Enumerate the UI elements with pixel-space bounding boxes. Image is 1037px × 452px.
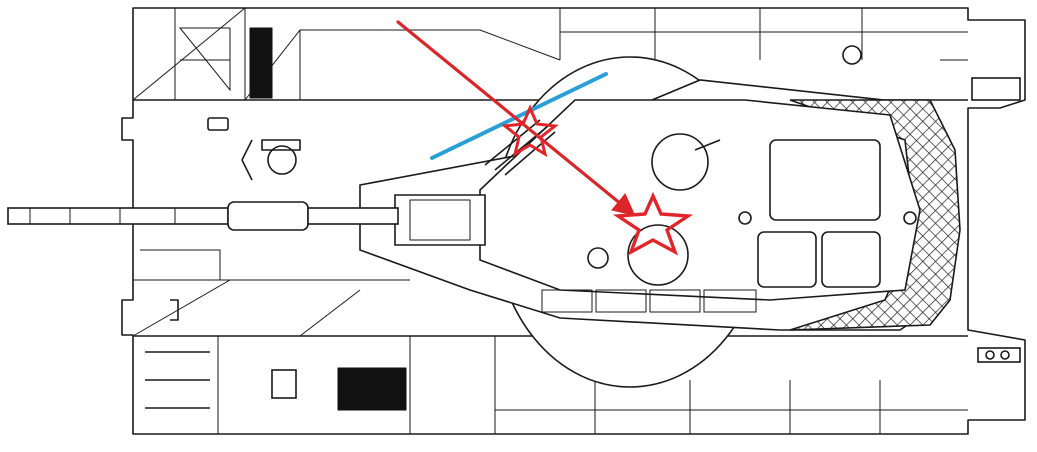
lower-panel-lines — [217, 336, 968, 434]
periscope-round — [587, 247, 609, 269]
commander-hatch — [651, 133, 709, 191]
driver-periscope-block — [249, 27, 273, 99]
loader-hatch — [627, 224, 689, 286]
rear-hatch-lower-left — [757, 231, 817, 288]
tow-hook-ring — [267, 145, 297, 175]
turret-stowage-panels — [541, 289, 757, 313]
commander-hatch-handle — [694, 139, 721, 151]
upper-panel-lines — [244, 8, 968, 100]
gun-mantlet-inner — [409, 199, 471, 241]
impact-star-2 — [612, 191, 694, 256]
glacis-lines-lower — [132, 279, 410, 337]
rear-hatch-upper — [769, 139, 881, 221]
hull — [121, 7, 1026, 435]
tow-hook-arm — [241, 139, 253, 181]
turret — [359, 56, 961, 388]
roof-bolt-b — [903, 211, 917, 225]
trajectory-arrow — [396, 20, 636, 216]
main-gun — [7, 201, 399, 231]
barrel-rings — [29, 208, 176, 224]
gun-mantlet — [394, 194, 486, 246]
gun-barrel-rear — [307, 207, 399, 225]
roof-bolt-a — [738, 211, 752, 225]
rear-hatch-lower-right — [821, 231, 881, 288]
turret-stowage-slats — [484, 119, 556, 176]
tow-hook-bracket — [261, 139, 301, 151]
impact-star-1 — [501, 104, 559, 158]
hull-fitting-front — [207, 117, 229, 131]
hull-bracket — [170, 299, 179, 321]
front-wedge-lower — [140, 249, 221, 280]
hull-outline — [121, 7, 1026, 435]
front-wedge-upper — [178, 27, 231, 92]
engine-grille-block — [337, 367, 407, 411]
rear-fitting-lower — [977, 347, 1021, 363]
gun-barrel — [7, 207, 229, 225]
rear-bolt-b — [1000, 350, 1010, 360]
rear-fitting-upper — [971, 77, 1021, 101]
fume-extractor — [227, 201, 309, 231]
deflection-line — [430, 72, 608, 160]
hull-access-hatch — [271, 369, 297, 399]
hull-filler-cap — [842, 45, 862, 65]
overlay-annotations — [396, 20, 694, 256]
rear-bolt-a — [985, 350, 995, 360]
hull-louvres — [145, 351, 210, 409]
glacis-lines-upper — [132, 7, 561, 101]
